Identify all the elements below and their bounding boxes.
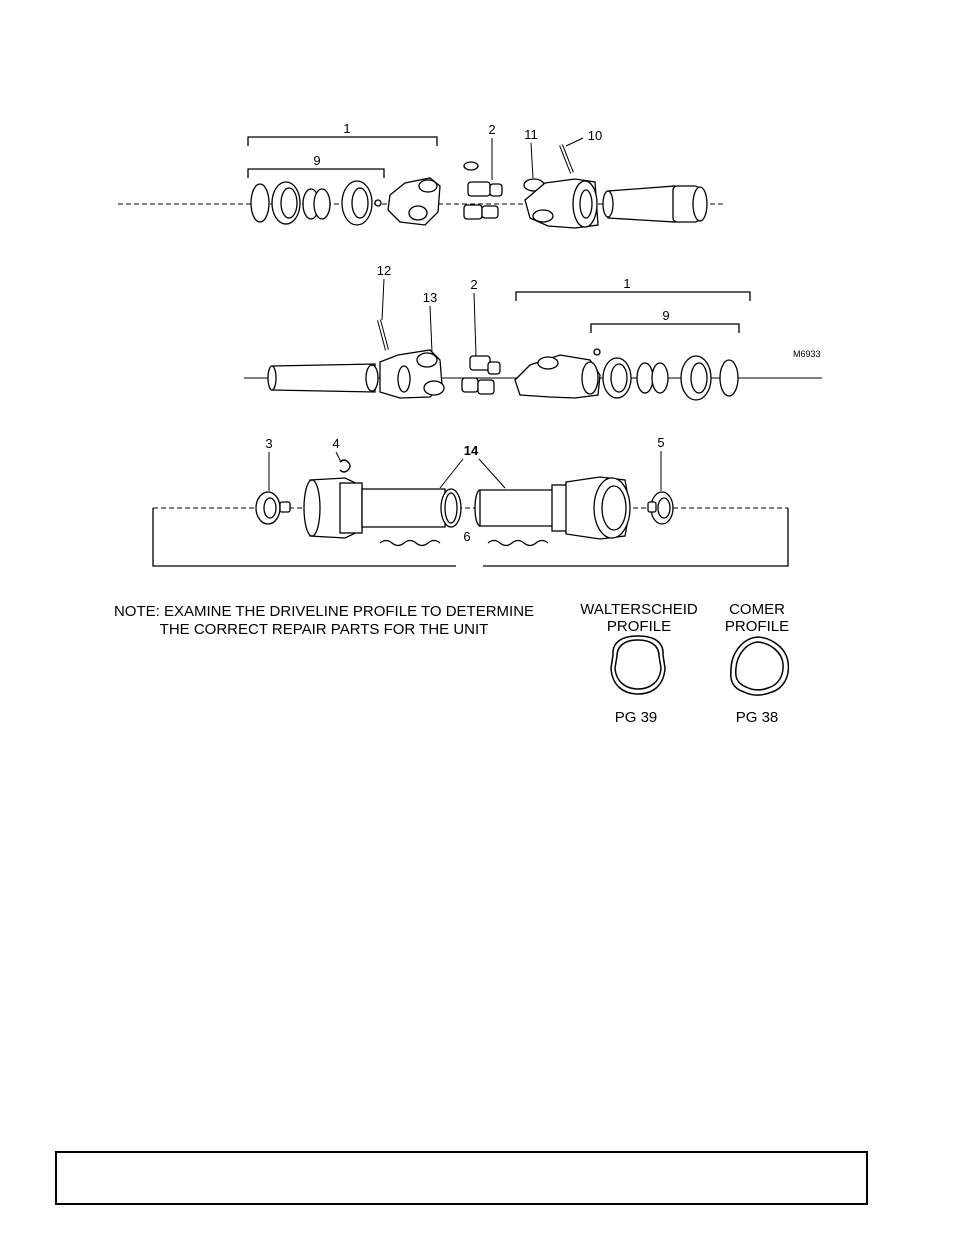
bottom-part-3-bearing bbox=[256, 492, 290, 524]
bottom-callout-3: 3 bbox=[265, 436, 272, 451]
drawing-reference-number: M6933 bbox=[793, 349, 821, 359]
profile-note: NOTE: EXAMINE THE DRIVELINE PROFILE TO D… bbox=[104, 603, 544, 639]
comer-page-ref: PG 38 bbox=[707, 709, 807, 726]
bottom-callout-14: 14 bbox=[464, 443, 479, 458]
bottom-part-4-spring bbox=[340, 460, 350, 472]
bottom-part-6-chain-left bbox=[380, 541, 440, 546]
top-callout-2: 2 bbox=[488, 122, 495, 137]
middle-callout-2: 2 bbox=[470, 277, 477, 292]
walterscheid-page-ref: PG 39 bbox=[586, 709, 686, 726]
bottom-part-5-bearing bbox=[648, 492, 673, 524]
top-bracket-9 bbox=[248, 169, 384, 178]
middle-yoke-right bbox=[515, 349, 600, 398]
top-shield-rings bbox=[251, 181, 381, 225]
middle-assembly bbox=[244, 292, 822, 400]
profile-note-line-2: THE CORRECT REPAIR PARTS FOR THE UNIT bbox=[104, 621, 544, 639]
top-assembly bbox=[118, 137, 725, 228]
middle-callout-1: 1 bbox=[623, 276, 630, 291]
top-tube bbox=[603, 186, 707, 222]
comer-title-line-1: COMER bbox=[692, 601, 822, 618]
top-yoke-left bbox=[388, 178, 440, 225]
middle-callout-13: 13 bbox=[423, 290, 437, 305]
middle-yoke-left bbox=[380, 350, 444, 398]
walterscheid-title-line-2: PROFILE bbox=[574, 618, 704, 635]
top-u-joint bbox=[464, 162, 502, 219]
middle-callout-12: 12 bbox=[377, 263, 391, 278]
middle-bracket-9 bbox=[591, 324, 739, 333]
profile-note-line-1: NOTE: EXAMINE THE DRIVELINE PROFILE TO D… bbox=[104, 603, 544, 621]
top-callout-11: 11 bbox=[524, 127, 538, 142]
bottom-callout-5: 5 bbox=[657, 435, 664, 450]
bottom-shield-right bbox=[475, 477, 630, 539]
comer-title-line-2: PROFILE bbox=[692, 618, 822, 635]
walterscheid-profile-title: WALTERSCHEID PROFILE bbox=[574, 601, 704, 635]
middle-bracket-1 bbox=[516, 292, 750, 301]
top-callout-9: 9 bbox=[313, 153, 320, 168]
top-callout-10: 10 bbox=[588, 128, 602, 143]
middle-tube bbox=[268, 364, 378, 392]
walterscheid-title-line-1: WALTERSCHEID bbox=[574, 601, 704, 618]
bottom-part-6-chain-right bbox=[488, 541, 548, 546]
footer-box bbox=[55, 1151, 868, 1205]
comer-profile-icon bbox=[731, 637, 789, 695]
bottom-callout-6: 6 bbox=[463, 529, 470, 544]
top-bracket-1 bbox=[248, 137, 437, 146]
walterscheid-profile-icon bbox=[611, 636, 665, 694]
comer-profile-title: COMER PROFILE bbox=[692, 601, 822, 635]
bottom-callout-4: 4 bbox=[332, 436, 339, 451]
bottom-shield-left bbox=[304, 478, 461, 538]
middle-u-joint bbox=[462, 356, 500, 394]
top-callout-1: 1 bbox=[343, 121, 350, 136]
bottom-assembly bbox=[153, 460, 788, 566]
middle-callout-9: 9 bbox=[662, 308, 669, 323]
